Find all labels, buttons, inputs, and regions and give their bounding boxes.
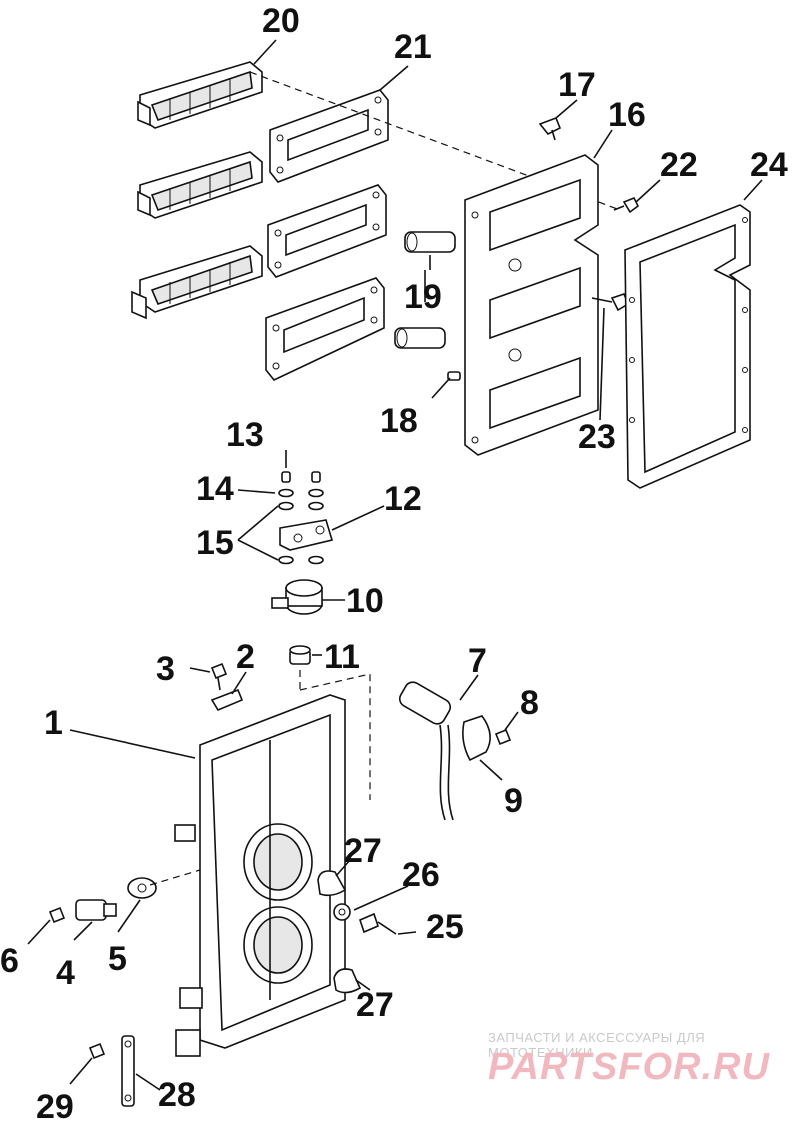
reed-valve-assembly-middle [137,151,263,219]
callout-23: 23 [578,418,616,456]
callout-2: 2 [236,638,255,676]
sensor-screws [281,471,321,483]
callout-17: 17 [558,66,596,104]
callout-13: 13 [226,416,264,454]
callout-3: 3 [156,650,175,688]
check-valve-lower [394,327,446,349]
throttle-position-sensor [279,519,334,551]
sensor-cam [271,579,323,615]
callout-9: 9 [504,782,523,820]
reed-plate [464,154,599,456]
check-valve-upper [404,231,456,253]
callout-21: 21 [394,28,432,66]
callout-12: 12 [384,480,422,518]
leader-lines [27,39,763,1091]
screw-29 [88,1042,106,1060]
actuator-gasket [127,877,157,899]
callout-22: 22 [660,146,698,184]
watermark-logo: PARTSFOR.RU [488,1046,770,1088]
callout-1: 1 [44,704,63,742]
callout-6: 6 [0,942,19,980]
intake-gasket [624,204,751,489]
callout-8: 8 [520,684,539,722]
screw-8 [494,728,512,746]
callout-20: 20 [262,2,300,40]
reed-gasket-middle [267,184,387,278]
reed-valve-assembly-top [137,61,263,129]
watermark-tagline: ЗАПЧАСТИ И АКСЕССУАРЫ ДЛЯ МОТОТЕХНИКИ [488,1030,706,1060]
bushing [289,645,311,665]
callout-28: 28 [158,1076,196,1114]
cable-clip [462,715,491,762]
callout-10: 10 [346,582,384,620]
retainer-bracket [121,1035,135,1107]
callout-29: 29 [36,1088,74,1126]
callout-5: 5 [108,940,127,978]
callout-25: 25 [426,908,464,946]
callout-27a: 27 [344,832,382,870]
reed-valve-assembly-bottom [131,245,263,320]
idle-speed-actuator [75,899,117,921]
screw-3 [210,662,228,691]
callout-15: 15 [196,524,234,562]
throttle-body [174,694,346,1057]
fitting [538,116,562,141]
callout-11: 11 [324,638,360,676]
callout-14: 14 [196,470,234,508]
callout-7: 7 [468,642,487,680]
crank-position-sensor [398,681,454,821]
callout-18: 18 [380,402,418,440]
callout-19: 19 [404,278,442,316]
bracket [210,688,244,712]
callout-16: 16 [608,96,646,134]
reed-gasket-bottom [265,277,385,381]
callout-24: 24 [750,146,788,184]
bolt-25 [359,912,397,935]
screw-23 [591,293,629,312]
callout-26: 26 [402,856,440,894]
screw-22 [613,196,640,214]
screw-6 [48,906,66,924]
washers [278,488,324,565]
callout-4: 4 [56,954,75,992]
lock-washer [333,903,351,921]
hose-clamp-lower [333,968,362,994]
reed-gasket-top [269,89,389,183]
callout-27b: 27 [356,986,394,1024]
hose-clamp-upper [317,870,347,897]
plug [447,371,461,381]
